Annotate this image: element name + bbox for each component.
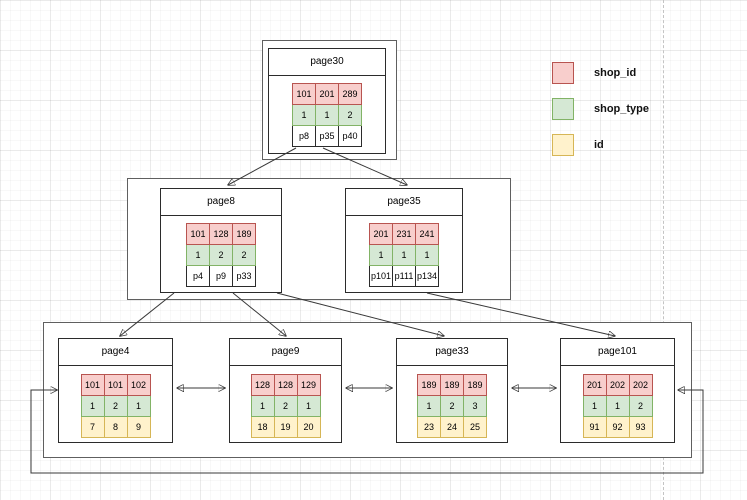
table-cell: p4 bbox=[186, 265, 210, 287]
table-cell: 128 bbox=[209, 223, 233, 245]
table-cell: p35 bbox=[315, 125, 339, 147]
node-title: page33 bbox=[397, 339, 507, 366]
table-cell: 1 bbox=[415, 244, 439, 266]
table-cell: 1 bbox=[80, 395, 105, 417]
page-boundary-dashed-line bbox=[663, 0, 664, 500]
table-cell: 93 bbox=[628, 416, 653, 438]
edge-page8-to-page9[interactable] bbox=[232, 292, 286, 336]
node-title: page30 bbox=[269, 49, 385, 76]
node-title: page8 bbox=[161, 189, 281, 216]
legend-label: shop_type bbox=[594, 103, 650, 115]
edge-page35-to-page101[interactable] bbox=[426, 292, 615, 336]
table-cell: 20 bbox=[296, 416, 321, 438]
edge-page101-page4-wraparound[interactable] bbox=[30, 390, 704, 474]
table-cell: 9 bbox=[126, 416, 151, 438]
edge-page30-to-page8[interactable] bbox=[228, 147, 297, 185]
table-cell: 23 bbox=[417, 416, 441, 438]
edge-page8-to-page33[interactable] bbox=[276, 292, 444, 336]
table-cell: 91 bbox=[582, 416, 607, 438]
table-cell: 2 bbox=[273, 395, 298, 417]
table-cell: 2 bbox=[209, 244, 233, 266]
table-cell: 101 bbox=[186, 223, 210, 245]
table-cell: 7 bbox=[80, 416, 105, 438]
table-cell: p40 bbox=[338, 125, 362, 147]
table-cell: 25 bbox=[463, 416, 487, 438]
table-cell: 8 bbox=[103, 416, 128, 438]
edge-page8-to-page4[interactable] bbox=[120, 292, 175, 336]
legend: shop_id shop_type id bbox=[552, 62, 649, 156]
table-cell: 101 bbox=[292, 83, 316, 105]
table-cell: 2 bbox=[103, 395, 128, 417]
node-title: page4 bbox=[59, 339, 172, 366]
table-cell: p134 bbox=[415, 265, 439, 287]
table-cell: 2 bbox=[440, 395, 464, 417]
table-cell: 2 bbox=[338, 104, 362, 126]
table-cell: 24 bbox=[440, 416, 464, 438]
table-cell: 1 bbox=[315, 104, 339, 126]
table-cell: p33 bbox=[232, 265, 256, 287]
table-cell: 189 bbox=[232, 223, 256, 245]
edge-page30-to-page35[interactable] bbox=[322, 147, 407, 185]
table-cell: 2 bbox=[628, 395, 653, 417]
legend-item-id[interactable]: id bbox=[552, 134, 649, 156]
table-cell: 19 bbox=[273, 416, 298, 438]
table-cell: 1 bbox=[296, 395, 321, 417]
legend-swatch-id[interactable] bbox=[552, 134, 574, 156]
table-cell: p8 bbox=[292, 125, 316, 147]
legend-item-shop-id[interactable]: shop_id bbox=[552, 62, 649, 84]
legend-swatch-shop-id[interactable] bbox=[552, 62, 574, 84]
table-cell: 18 bbox=[250, 416, 275, 438]
table-cell: 1 bbox=[250, 395, 275, 417]
node-title: page9 bbox=[230, 339, 341, 366]
legend-label: shop_id bbox=[594, 67, 637, 79]
node-title: page35 bbox=[346, 189, 462, 216]
legend-label: id bbox=[594, 139, 604, 151]
table-cell: p101 bbox=[369, 265, 393, 287]
legend-swatch-shop-type[interactable] bbox=[552, 98, 574, 120]
legend-item-shop-type[interactable]: shop_type bbox=[552, 98, 649, 120]
table-cell: 231 bbox=[392, 223, 416, 245]
table-cell: 289 bbox=[338, 83, 362, 105]
table-cell: 3 bbox=[463, 395, 487, 417]
table-cell: 2 bbox=[232, 244, 256, 266]
node-title: page101 bbox=[561, 339, 674, 366]
